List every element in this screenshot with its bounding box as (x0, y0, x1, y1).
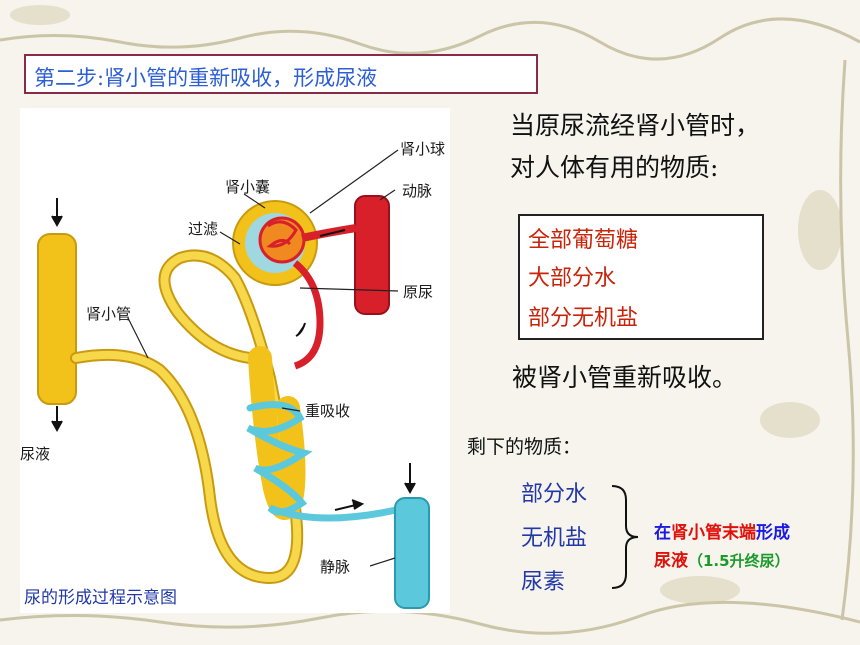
curly-brace-icon (611, 485, 639, 589)
label-reabsorption: 重吸收 (305, 402, 351, 420)
nephron-illustration (37, 149, 430, 609)
reabsorbed-substances-box: 全部葡萄糖 大部分水 部分无机盐 (518, 214, 764, 340)
efferent-arteriole (292, 260, 324, 370)
intro-line-2: 对人体有用的物质: (510, 153, 719, 182)
remaining-item: 尿素 (521, 570, 566, 595)
intro-line-1: 当原尿流经肾小管时， (510, 111, 761, 140)
result-line-1: 在肾小管末端形成 (654, 518, 790, 543)
reabsorbed-conclusion: 被肾小管重新吸收。 (512, 363, 738, 392)
artery (354, 195, 390, 315)
label-primary-urine: 原尿 (403, 283, 434, 301)
flow-arrows (51, 198, 416, 511)
reabsorbed-item: 部分无机盐 (528, 306, 639, 331)
collecting-duct (37, 233, 77, 405)
label-tubule: 肾小管 (86, 305, 132, 323)
step-title: 第二步:肾小管的重新吸收，形成尿液 (34, 66, 378, 90)
step-title-box: 第二步:肾小管的重新吸收，形成尿液 (24, 54, 538, 94)
urine-formation-diagram: 肾小球 肾小囊 动脉 过滤 原尿 肾小管 重吸收 尿液 静脉 尿的形成过程示意图 (20, 108, 450, 613)
result-line-2: 尿液（1.5升终尿） (654, 546, 790, 571)
diagram-caption: 尿的形成过程示意图 (24, 588, 177, 608)
peritubular-capillary (246, 401, 409, 522)
label-filtration: 过滤 (188, 220, 219, 238)
afferent-arteriole (301, 224, 357, 242)
remaining-item: 部分水 (521, 482, 588, 507)
remaining-label: 剩下的物质： (467, 436, 582, 458)
remaining-item: 无机盐 (521, 526, 588, 551)
result-part-5: （1.5升终尿） (688, 552, 790, 570)
label-artery: 动脉 (402, 182, 433, 200)
label-glomerulus: 肾小球 (400, 140, 446, 158)
reabsorbed-item: 全部葡萄糖 (528, 228, 639, 253)
result-part-3: 形成 (756, 523, 790, 543)
label-vein: 静脉 (320, 558, 351, 576)
result-part-4: 尿液 (654, 551, 688, 571)
tubule-loop (248, 346, 306, 520)
reabsorbed-item: 大部分水 (528, 266, 617, 291)
label-urine: 尿液 (20, 445, 51, 463)
vein (394, 497, 430, 609)
result-part-1: 在 (654, 523, 671, 543)
label-leaders (127, 149, 399, 567)
result-part-2: 肾小管末端 (671, 523, 756, 543)
label-capsule: 肾小囊 (225, 178, 271, 196)
